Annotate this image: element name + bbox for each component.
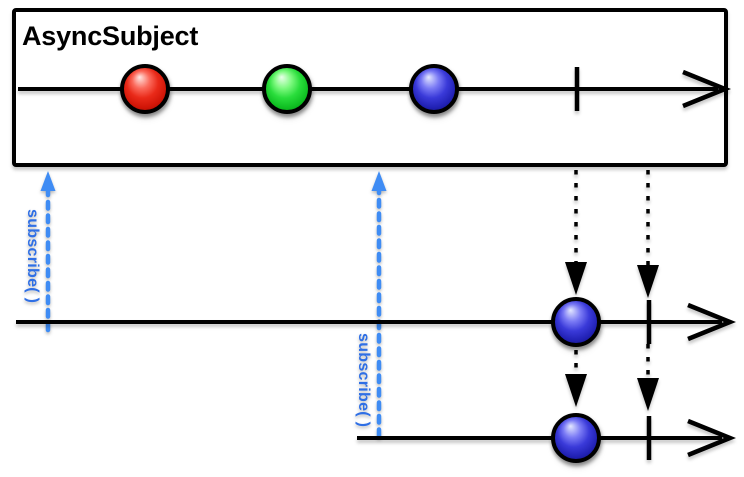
emission-arrow-complete-4-head-icon	[637, 378, 659, 411]
subscriber-2-timeline	[357, 413, 736, 463]
emission-arrow-complete-2	[637, 170, 659, 298]
subscribe-arrow-1: subscribe( )	[24, 171, 56, 333]
source-marble-green	[262, 64, 312, 114]
subscriber-1-arrowhead-icon	[687, 302, 736, 342]
emission-arrow-next-1	[565, 170, 587, 295]
source-timeline	[18, 64, 731, 114]
subscribe-label: subscribe( )	[24, 209, 41, 303]
source-marble-blue	[409, 64, 459, 114]
subscribe-arrow-2-head-icon	[371, 171, 387, 191]
diagram-title: AsyncSubject	[22, 21, 198, 51]
subscribe-arrow-1-head-icon	[40, 171, 56, 191]
subscribe-label: subscribe( )	[355, 333, 372, 427]
emission-arrow-next-3-head-icon	[565, 374, 587, 407]
subscriber-1-timeline	[16, 297, 736, 347]
emission-arrow-next-1-head-icon	[565, 262, 587, 295]
source-arrowhead-icon	[682, 69, 731, 109]
subscriber-1-marble-blue	[551, 297, 601, 347]
emission-arrow-complete-2-head-icon	[637, 265, 659, 298]
subscriber-2-arrowhead-icon	[687, 418, 736, 458]
source-marble-red	[120, 64, 170, 114]
subscribe-arrow-2: subscribe( )	[355, 171, 387, 439]
emission-arrow-next-3	[565, 350, 587, 407]
subscriber-2-marble-blue	[551, 413, 601, 463]
emission-arrow-complete-4	[637, 344, 659, 411]
